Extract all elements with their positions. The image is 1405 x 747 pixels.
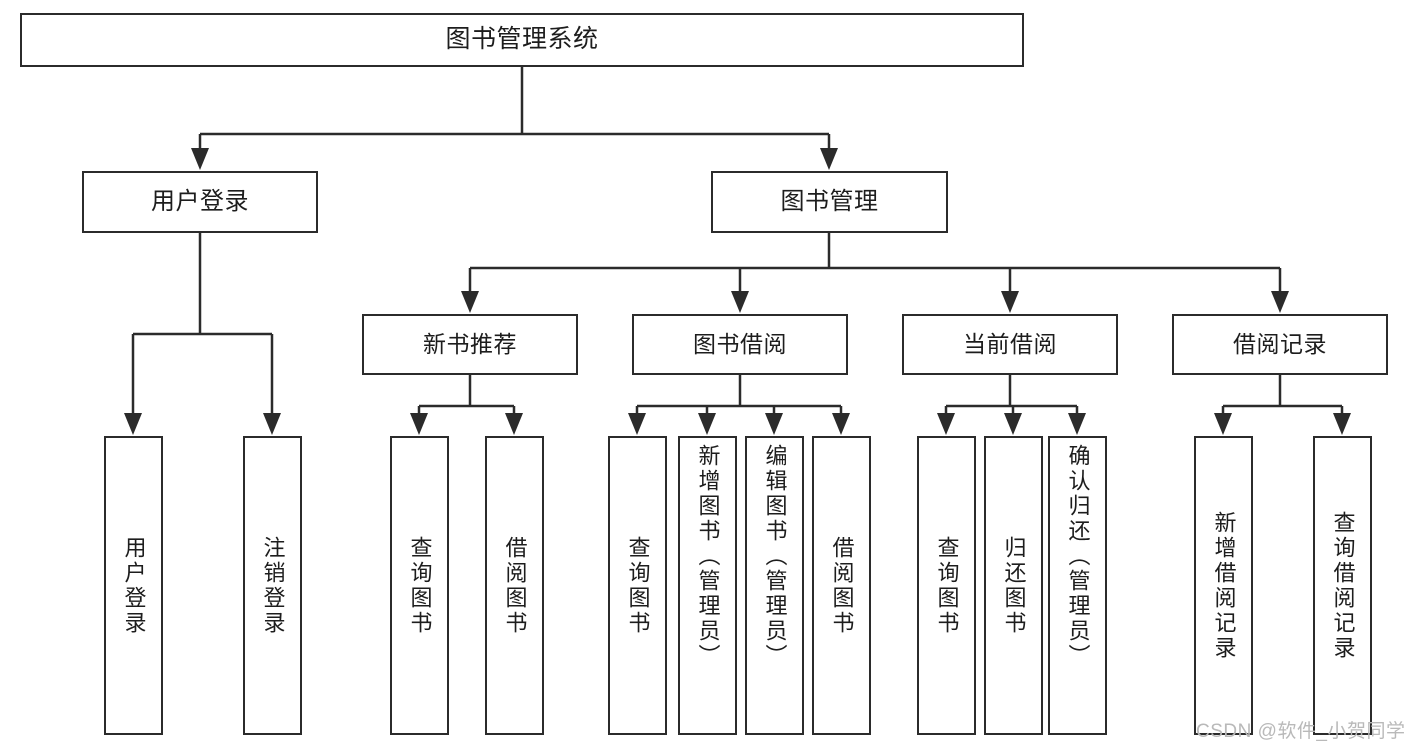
node-leaf-confirm-return[interactable]: 确认归还（管理员） bbox=[1048, 436, 1107, 735]
node-leaf-add-record-label: 新增借阅记录 bbox=[1211, 510, 1237, 661]
node-borrow-record[interactable]: 借阅记录 bbox=[1172, 314, 1388, 375]
node-leaf-logout-label: 注销登录 bbox=[260, 535, 286, 636]
csdn-watermark: CSDN @软件_小贺同学 bbox=[1196, 721, 1405, 742]
node-root-label: 图书管理系统 bbox=[445, 25, 599, 54]
node-leaf-borrow-book-1[interactable]: 借阅图书 bbox=[485, 436, 544, 735]
node-leaf-query-book-1[interactable]: 查询图书 bbox=[390, 436, 449, 735]
node-leaf-logout[interactable]: 注销登录 bbox=[243, 436, 302, 735]
node-new-book-recommend[interactable]: 新书推荐 bbox=[362, 314, 578, 375]
node-book-manage[interactable]: 图书管理 bbox=[711, 171, 948, 233]
node-leaf-borrow-book-2[interactable]: 借阅图书 bbox=[812, 436, 871, 735]
node-new-book-recommend-label: 新书推荐 bbox=[423, 330, 517, 357]
node-leaf-add-record[interactable]: 新增借阅记录 bbox=[1194, 436, 1253, 735]
node-leaf-borrow-book-2-label: 借阅图书 bbox=[829, 535, 855, 636]
node-borrow-record-label: 借阅记录 bbox=[1233, 330, 1327, 357]
node-leaf-query-book-3[interactable]: 查询图书 bbox=[917, 436, 976, 735]
node-leaf-add-book-label: 新增图书（管理员） bbox=[695, 444, 721, 669]
node-leaf-confirm-return-label: 确认归还（管理员） bbox=[1065, 444, 1091, 669]
node-leaf-query-record-label: 查询借阅记录 bbox=[1330, 510, 1356, 661]
node-book-borrow-label: 图书借阅 bbox=[693, 330, 787, 357]
node-leaf-return-book-label: 归还图书 bbox=[1001, 535, 1027, 636]
node-current-borrow-label: 当前借阅 bbox=[963, 330, 1057, 357]
node-leaf-query-book-2-label: 查询图书 bbox=[625, 535, 651, 636]
node-leaf-query-book-3-label: 查询图书 bbox=[934, 535, 960, 636]
node-leaf-query-book-2[interactable]: 查询图书 bbox=[608, 436, 667, 735]
node-current-borrow[interactable]: 当前借阅 bbox=[902, 314, 1118, 375]
node-leaf-edit-book-label: 编辑图书（管理员） bbox=[762, 444, 788, 669]
node-root[interactable]: 图书管理系统 bbox=[20, 13, 1024, 67]
node-leaf-edit-book[interactable]: 编辑图书（管理员） bbox=[745, 436, 804, 735]
node-leaf-user-login-label: 用户登录 bbox=[121, 535, 147, 636]
node-leaf-query-book-1-label: 查询图书 bbox=[407, 535, 433, 636]
node-user-login[interactable]: 用户登录 bbox=[82, 171, 318, 233]
node-leaf-add-book[interactable]: 新增图书（管理员） bbox=[678, 436, 737, 735]
node-leaf-query-record[interactable]: 查询借阅记录 bbox=[1313, 436, 1372, 735]
node-leaf-return-book[interactable]: 归还图书 bbox=[984, 436, 1043, 735]
node-leaf-user-login[interactable]: 用户登录 bbox=[104, 436, 163, 735]
node-book-borrow[interactable]: 图书借阅 bbox=[632, 314, 848, 375]
node-user-login-label: 用户登录 bbox=[151, 187, 249, 215]
node-book-manage-label: 图书管理 bbox=[780, 187, 879, 215]
node-leaf-borrow-book-1-label: 借阅图书 bbox=[502, 535, 528, 636]
